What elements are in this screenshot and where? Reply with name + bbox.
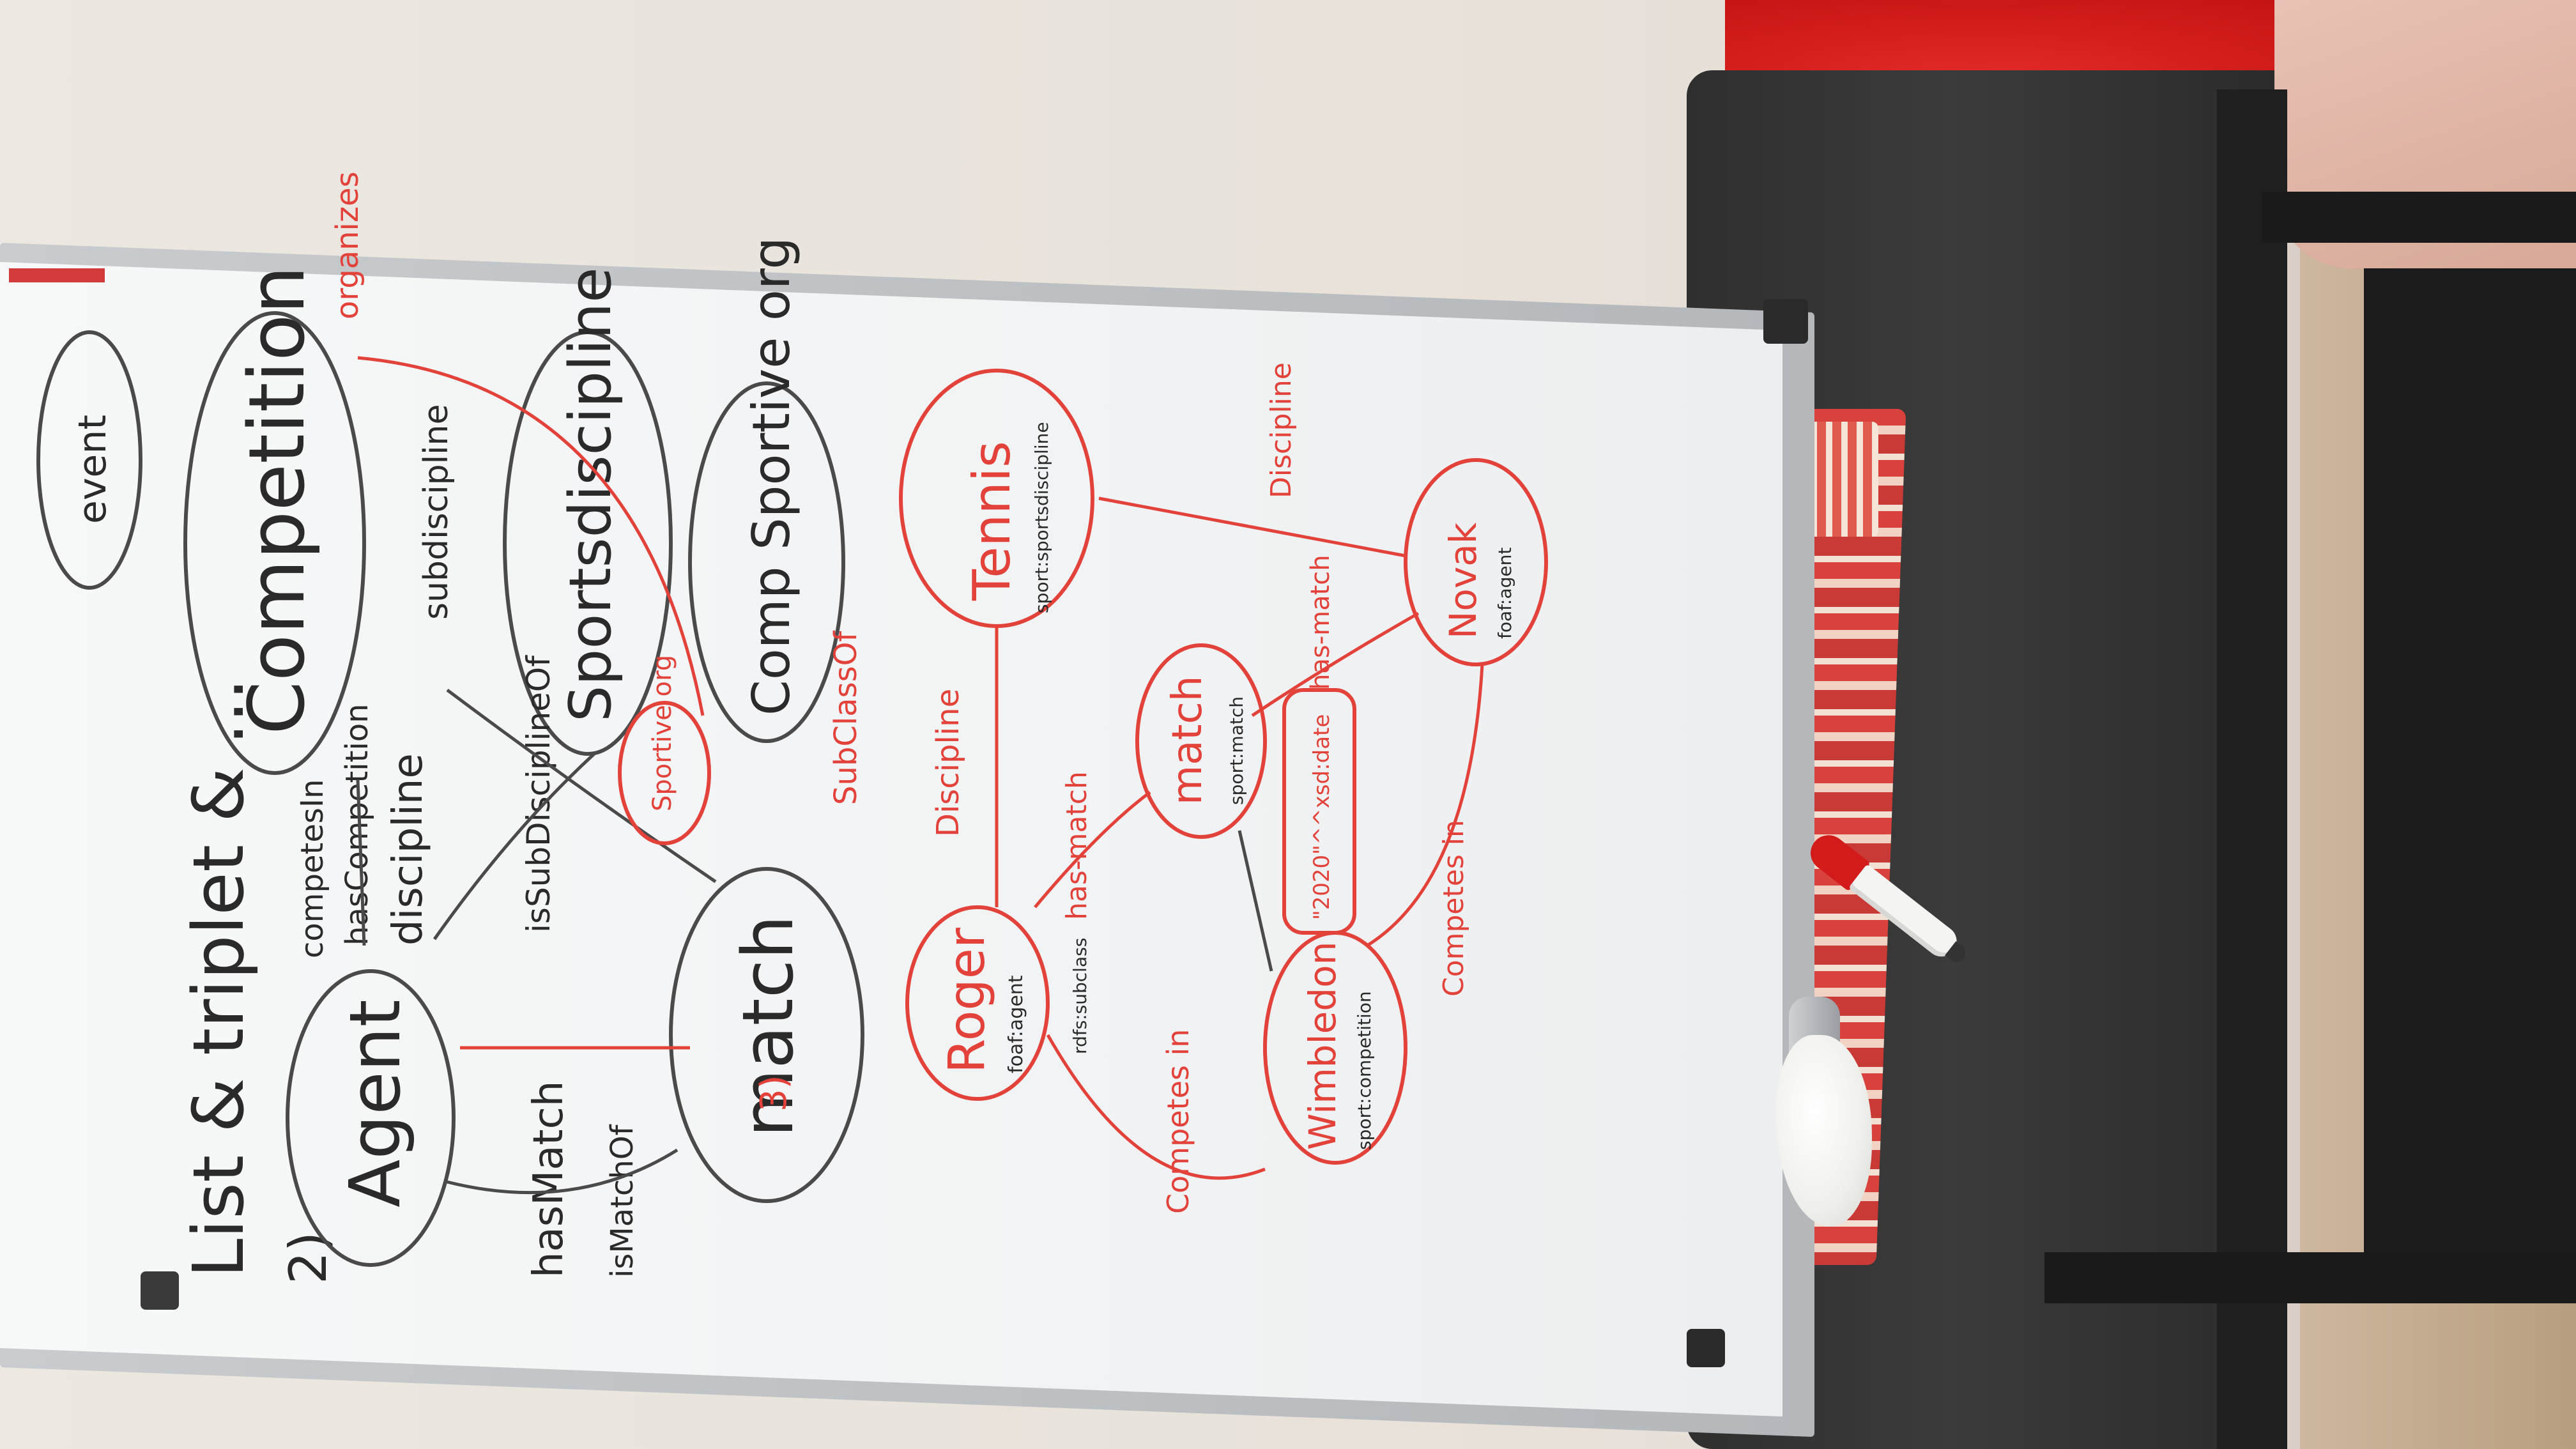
whiteboard-brand-label	[9, 268, 105, 282]
issubdisciplineof-label: isSubDisciplineOf	[520, 655, 557, 933]
wimbledon-type: sport:competition	[1354, 991, 1375, 1150]
organizes-label: organizes	[330, 171, 365, 319]
ismatchof-label: isMatchOf	[604, 1124, 640, 1278]
match-label: match	[727, 915, 809, 1137]
roger-match-edge	[1034, 791, 1151, 908]
tennis-type: sport:sportsdiscipline	[1031, 422, 1052, 613]
match-instance-label: match	[1164, 676, 1211, 805]
roger-type: foaf:agent	[1005, 975, 1027, 1073]
roger-wimbledon-edge	[1046, 1034, 1266, 1180]
discipline-edge-label-2: Discipline	[1265, 362, 1298, 498]
agent-label: Agent	[334, 999, 416, 1208]
comp-sportive-org-node	[688, 381, 845, 743]
competition-label: Competition	[233, 266, 322, 735]
match-instance-type: sport:match	[1226, 696, 1247, 805]
sportive-org-node	[618, 701, 711, 845]
competition-node	[183, 311, 366, 775]
agent-match-edge	[447, 1148, 678, 1195]
hasmatch-edge-label-2: has-match	[1306, 555, 1335, 690]
section-3-label: 3)	[753, 1075, 795, 1112]
towel-fold	[1802, 422, 1878, 537]
novak-label: Novak	[1441, 522, 1485, 639]
hasmatch-label: hasMatch	[525, 1081, 572, 1278]
organizes-edge	[357, 356, 705, 716]
subclassof-label: SubClassOf	[828, 631, 864, 805]
agent-competition-edge	[356, 779, 366, 946]
novak-node	[1404, 458, 1548, 666]
whiteboard-corner	[141, 1271, 179, 1310]
match-instance-node	[1135, 643, 1267, 839]
whiteboard-corner	[1763, 299, 1808, 344]
competition-discipline-edge	[433, 753, 595, 940]
novak-type: foaf:agent	[1494, 548, 1515, 639]
tennis-label: Tennis	[962, 441, 1022, 601]
agent-node	[286, 969, 456, 1267]
dark-cabinet	[2364, 243, 2576, 1265]
competesin-label: competesIn	[295, 779, 330, 958]
event-bubble	[36, 330, 142, 590]
heading-text: List & triplet & ...	[178, 678, 259, 1278]
section-2-label: 2)	[279, 1232, 338, 1284]
match-wimbledon-edge	[1238, 830, 1273, 972]
table-leg	[2262, 192, 2576, 243]
subdiscipline-label: subdiscipline	[417, 404, 456, 620]
sportsdiscipline-node	[503, 330, 673, 756]
match-discipline-edge	[446, 688, 717, 884]
competes-in-label: Competes in	[1161, 1029, 1195, 1214]
date-literal-box	[1282, 688, 1356, 935]
comp-sportive-org-label: Comp Sportive org	[742, 237, 801, 716]
date-literal: "2020"^^xsd:date	[1309, 714, 1335, 920]
crumpled-tissue	[1776, 1035, 1872, 1227]
sportive-org-label: Sportive org	[648, 655, 677, 811]
novak-tennis-edge	[1098, 496, 1406, 558]
whiteboard-corner	[1687, 1329, 1725, 1367]
novak-match-edge	[1251, 611, 1420, 717]
roger-label: Roger	[939, 927, 996, 1073]
competes-in-label-2: Competes in	[1438, 820, 1470, 997]
hasmatch-edge-label: has-match	[1061, 771, 1093, 920]
roger-node	[905, 905, 1050, 1101]
rdfs-edge-label: rdfs:subclass	[1070, 938, 1091, 1054]
discipline-edge-label: Discipline	[930, 689, 966, 837]
novak-wimbledon-edge	[1366, 664, 1484, 947]
event-label: event	[70, 415, 115, 524]
hascompetition-label: hasCompetition	[339, 703, 375, 946]
table-edge	[2217, 89, 2287, 1449]
discipline-label: discipline	[385, 753, 432, 946]
wimbledon-label: Wimbledon	[1301, 942, 1344, 1150]
match-node	[669, 867, 864, 1203]
table-leg	[2044, 1252, 2576, 1303]
